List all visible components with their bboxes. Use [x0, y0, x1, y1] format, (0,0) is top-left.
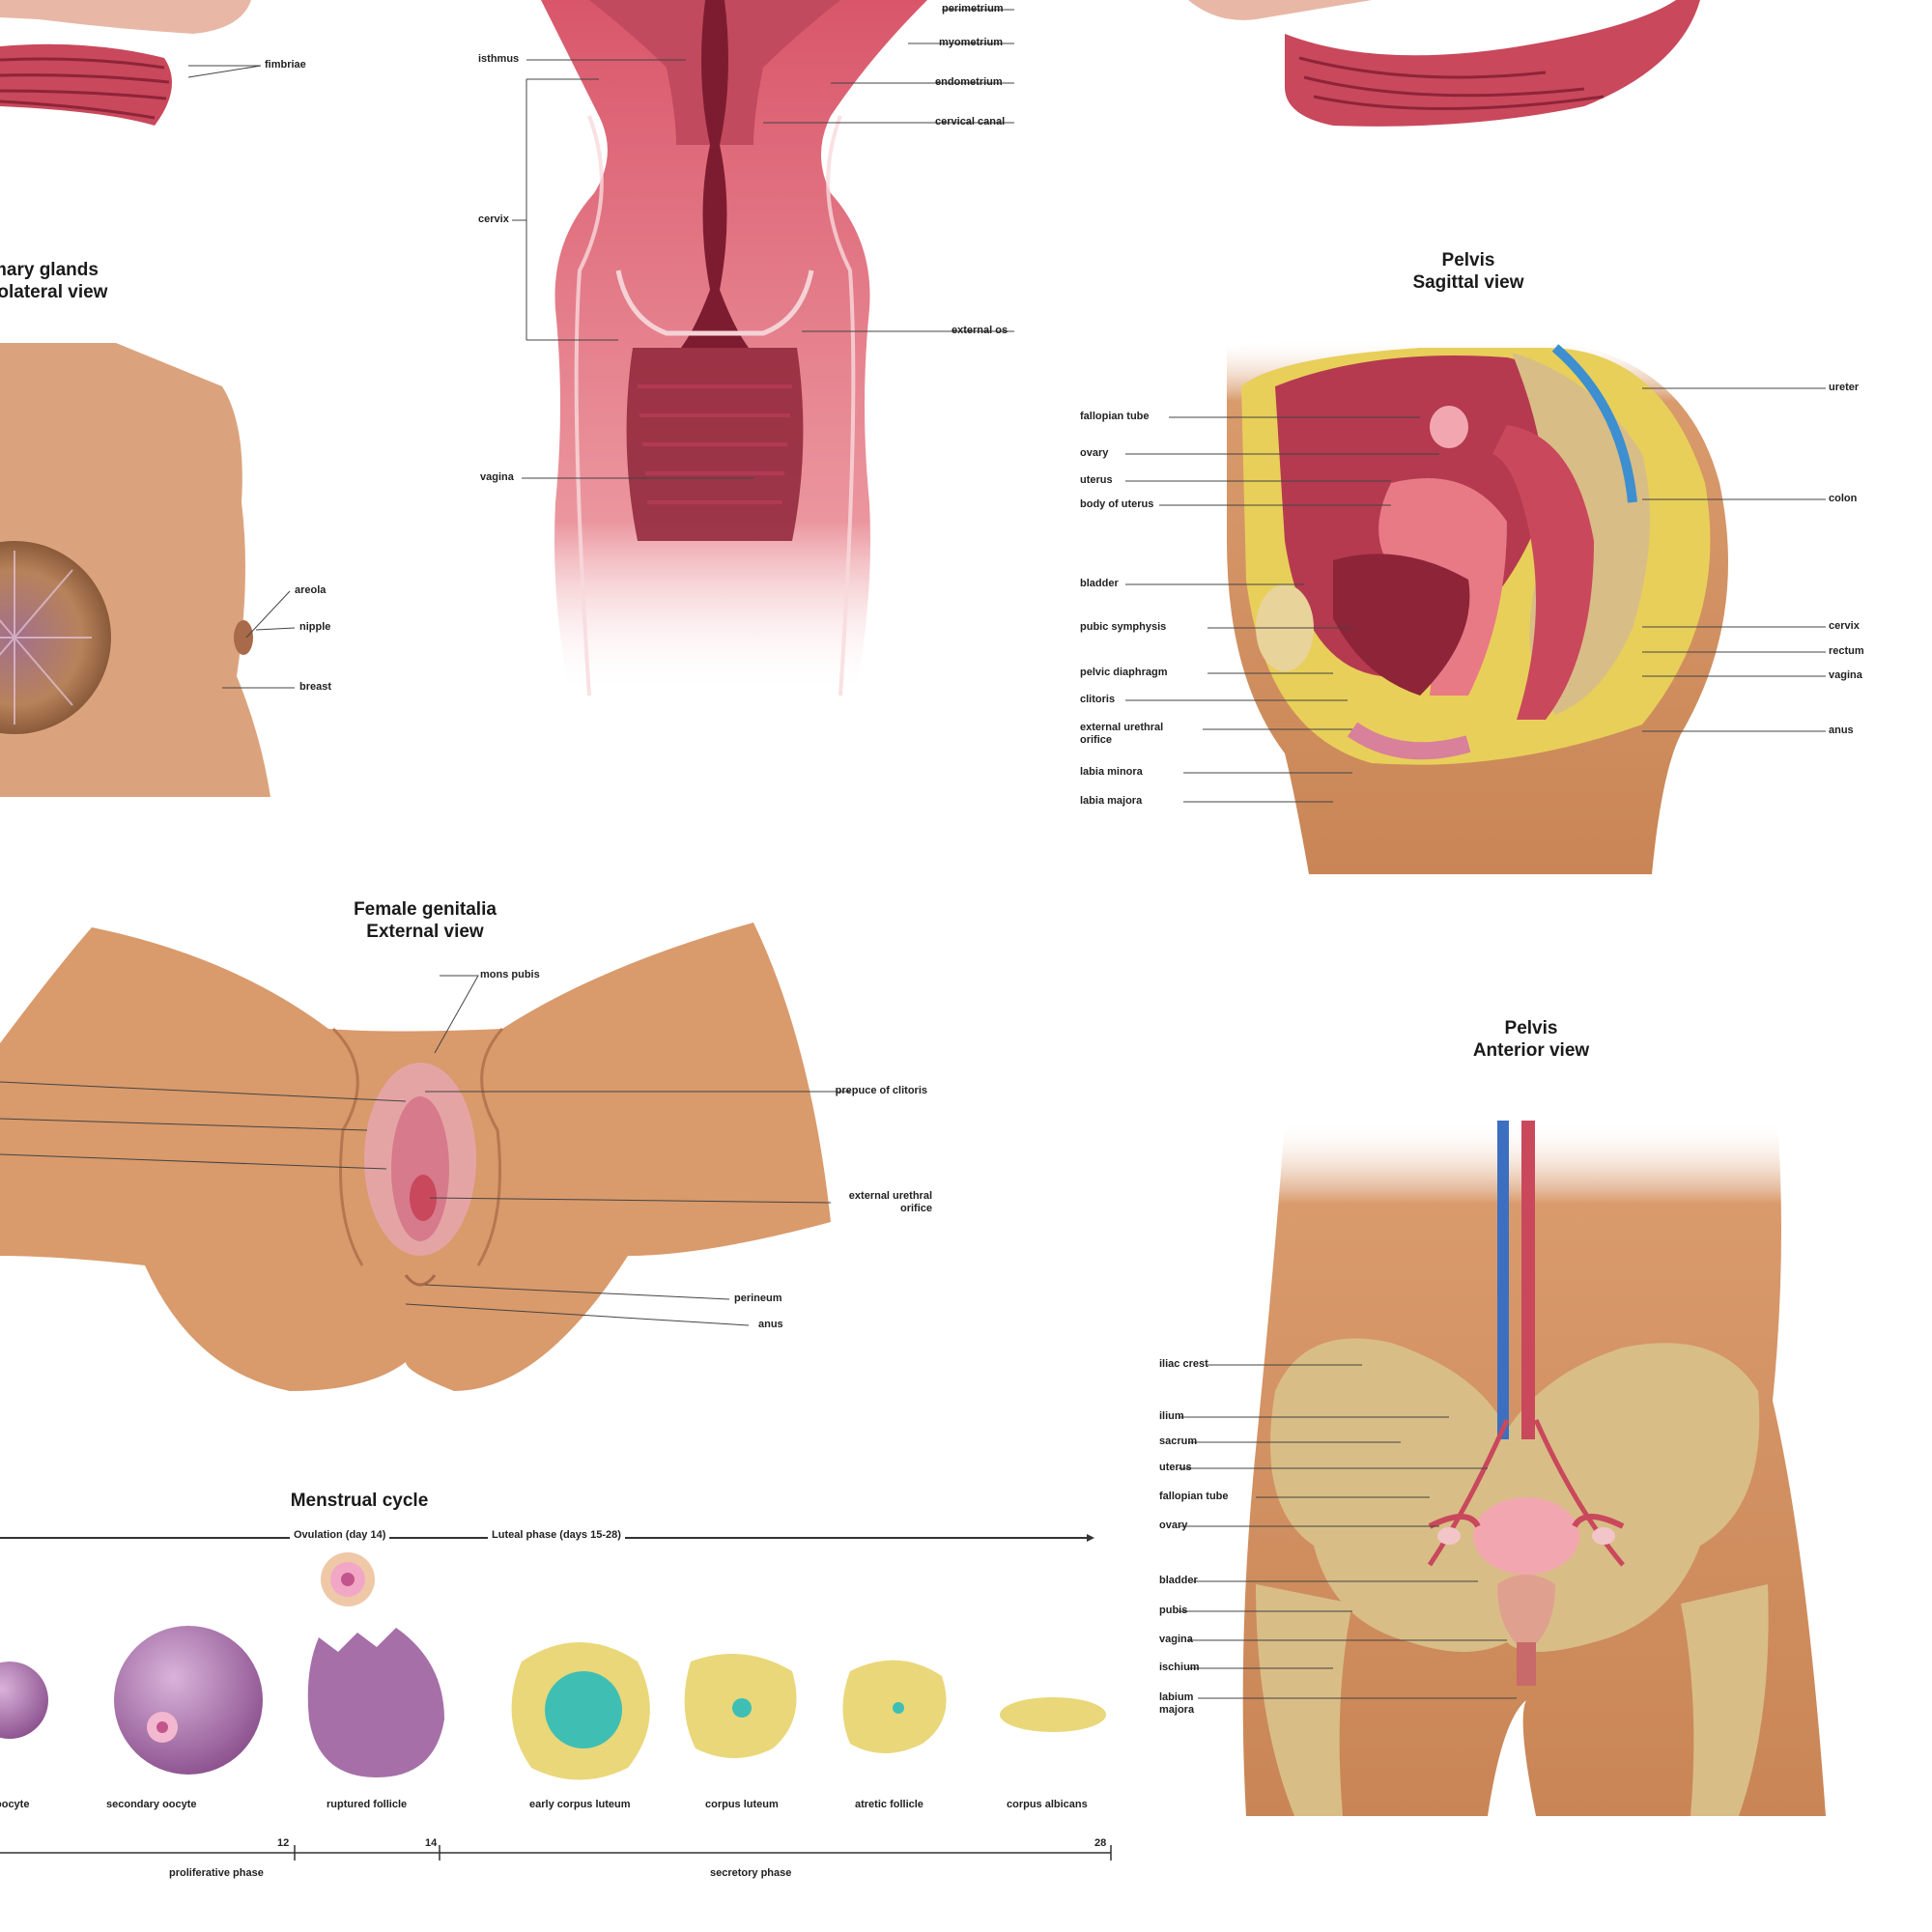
label-fimbriae: fimbriae	[265, 59, 306, 71]
label-sag-rectum: rectum	[1829, 645, 1864, 658]
mammary-title: mary glands rolateral view	[0, 259, 126, 303]
label-vagina-uterus: vagina	[480, 471, 514, 484]
label-ant-pubis: pubis	[1159, 1605, 1187, 1617]
pelvis-sagittal-title-line2: Sagittal view	[1372, 271, 1565, 294]
menstrual-cycle-illustration	[0, 1534, 1111, 1861]
label-luteal-phase: Luteal phase (days 15-28)	[488, 1529, 625, 1542]
label-gen-anus: anus	[758, 1319, 783, 1331]
label-ant-vagina: vagina	[1159, 1634, 1193, 1646]
label-breast: breast	[299, 681, 331, 694]
label-endometrium: endometrium	[935, 76, 1003, 89]
day-28: 28	[1094, 1837, 1106, 1850]
label-ant-uterus: uterus	[1159, 1462, 1192, 1474]
menstrual-cycle-title: Menstrual cycle	[263, 1490, 456, 1512]
label-ant-sacrum: sacrum	[1159, 1435, 1197, 1448]
stage-ruptured-follicle: ruptured follicle	[327, 1799, 407, 1811]
label-perimetrium: perimetrium	[942, 3, 1004, 15]
pelvis-sagittal-title-line1: Pelvis	[1372, 249, 1565, 271]
label-prepuce-of-clitoris: prepuce of clitoris	[831, 1085, 927, 1097]
label-sag-bladder: bladder	[1080, 578, 1119, 590]
stage-early-corpus-luteum: early corpus luteum	[529, 1799, 631, 1811]
label-sag-anus: anus	[1829, 724, 1854, 737]
label-isthmus: isthmus	[478, 53, 519, 66]
uterus-section	[541, 0, 927, 696]
label-sag-uterus: uterus	[1080, 474, 1113, 487]
label-ovulation: Ovulation (day 14)	[290, 1529, 389, 1542]
label-sag-fallopian-tube: fallopian tube	[1080, 411, 1150, 423]
stage-secondary-oocyte: secondary oocyte	[106, 1799, 197, 1811]
genitalia-title-line2: External view	[319, 921, 531, 943]
stage-oocyte: oocyte	[0, 1799, 29, 1811]
stage-corpus-luteum: corpus luteum	[705, 1799, 779, 1811]
label-mons-pubis: mons pubis	[480, 969, 540, 981]
mammary-title-line1: mary glands	[0, 259, 126, 281]
label-ant-ilium: ilium	[1159, 1410, 1184, 1423]
label-perineum: perineum	[734, 1293, 782, 1305]
pelvis-anterior-title: Pelvis Anterior view	[1435, 1017, 1628, 1062]
label-sag-ureter: ureter	[1829, 382, 1859, 394]
label-myometrium: myometrium	[939, 37, 1003, 49]
label-ant-labium-majora: labium majora	[1159, 1691, 1217, 1717]
label-ant-bladder: bladder	[1159, 1575, 1198, 1587]
label-cervical-canal: cervical canal	[935, 116, 1005, 128]
genitalia-title: Female genitalia External view	[319, 898, 531, 943]
label-sag-labia-majora: labia majora	[1080, 795, 1142, 808]
ovary-fragment-left	[0, 0, 251, 126]
label-sag-ovary: ovary	[1080, 447, 1108, 460]
label-gen-external-urethral-orifice: external urethral orifice	[816, 1190, 932, 1215]
label-sag-cervix: cervix	[1829, 620, 1860, 633]
label-sag-pubic-symphysis: pubic symphysis	[1080, 621, 1166, 634]
label-sag-pelvic-diaphragm: pelvic diaphragm	[1080, 667, 1167, 679]
label-areola: areola	[295, 584, 326, 597]
label-ant-fallopian-tube: fallopian tube	[1159, 1491, 1229, 1503]
label-cervix-uterus: cervix	[478, 213, 509, 226]
label-sag-colon: colon	[1829, 493, 1857, 505]
day-14: 14	[425, 1837, 437, 1850]
phase-proliferative: proliferative phase	[169, 1867, 264, 1880]
label-sag-external-urethral-orifice: external urethral orifice	[1080, 722, 1186, 747]
genitalia-title-line1: Female genitalia	[319, 898, 531, 921]
pelvis-anterior-title-line1: Pelvis	[1435, 1017, 1628, 1039]
label-ant-ischium: ischium	[1159, 1662, 1200, 1674]
pelvis-sagittal-title: Pelvis Sagittal view	[1372, 249, 1565, 294]
label-sag-labia-minora: labia minora	[1080, 766, 1143, 779]
phase-secretory: secretory phase	[710, 1867, 791, 1880]
stage-corpus-albicans: corpus albicans	[1007, 1799, 1088, 1811]
label-nipple: nipple	[299, 621, 330, 634]
label-sag-vagina: vagina	[1829, 669, 1862, 682]
ovary-fragment-right	[1188, 0, 1700, 127]
label-ant-iliac-crest: iliac crest	[1159, 1358, 1208, 1371]
pelvis-anterior-title-line2: Anterior view	[1435, 1039, 1628, 1062]
mammary-illustration	[0, 343, 270, 797]
label-sag-body-of-uterus: body of uterus	[1080, 498, 1153, 511]
mammary-title-line2: rolateral view	[0, 281, 126, 303]
label-ant-ovary: ovary	[1159, 1520, 1187, 1532]
label-external-os: external os	[952, 325, 1008, 337]
stage-atretic-follicle: atretic follicle	[855, 1799, 923, 1811]
genitalia-external-illustration	[0, 923, 831, 1391]
day-12: 12	[277, 1837, 289, 1850]
label-sag-clitoris: clitoris	[1080, 694, 1115, 706]
